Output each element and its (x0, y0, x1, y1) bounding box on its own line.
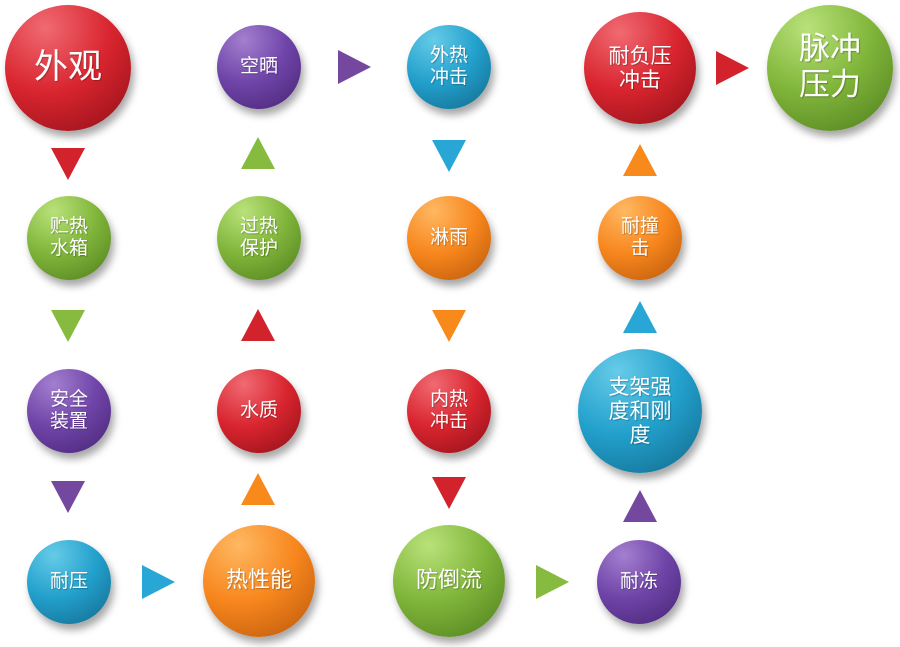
node-label-pressure-resistance: 耐压 (49, 570, 88, 593)
node-thermal-performance: 热性能 (203, 525, 315, 637)
node-label-freeze-resistance: 耐冻 (619, 570, 658, 593)
node-overheat-protection: 过热 保护 (217, 196, 301, 280)
node-label-thermal-performance: 热性能 (225, 568, 292, 594)
node-label-rain: 淋雨 (429, 226, 468, 249)
node-empty-exposure: 空晒 (217, 25, 301, 109)
arrow-overheat-to-empty-exposure (241, 137, 275, 169)
arrow-backflow-to-freeze (536, 565, 569, 599)
arrow-safety-to-pressure (51, 481, 85, 513)
arrow-water-quality-to-overheat (241, 309, 275, 341)
node-label-backflow-prevention: 防倒流 (415, 568, 482, 594)
node-label-internal-thermal-shock: 内热 冲击 (429, 388, 468, 432)
arrow-freeze-to-bracket (623, 490, 657, 522)
arrow-external-shock-to-rain (432, 140, 466, 172)
arrow-empty-exposure-to-external-shock (338, 50, 371, 84)
node-backflow-prevention: 防倒流 (393, 525, 505, 637)
node-pressure-resistance: 耐压 (27, 540, 111, 624)
node-appearance: 外观 (5, 5, 131, 131)
node-hot-water-tank: 贮热 水箱 (27, 196, 111, 280)
node-safety-device: 安全 装置 (27, 369, 111, 453)
arrow-internal-shock-to-backflow (432, 477, 466, 509)
node-label-appearance: 外观 (34, 47, 102, 88)
node-internal-thermal-shock: 内热 冲击 (407, 369, 491, 453)
node-label-water-quality: 水质 (239, 399, 278, 422)
node-label-pulse-pressure: 脉冲 压力 (799, 31, 861, 103)
node-label-negative-pressure-shock: 耐负压 冲击 (608, 43, 672, 92)
node-external-thermal-shock: 外热 冲击 (407, 25, 491, 109)
arrow-pressure-to-thermal (142, 565, 175, 599)
node-rain: 淋雨 (407, 196, 491, 280)
arrow-rain-to-internal-shock (432, 310, 466, 342)
node-water-quality: 水质 (217, 369, 301, 453)
node-negative-pressure-shock: 耐负压 冲击 (584, 12, 696, 124)
arrow-impact-to-negative-pressure (623, 144, 657, 176)
arrow-appearance-to-tank (51, 148, 85, 180)
node-label-hot-water-tank: 贮热 水箱 (49, 215, 88, 259)
node-label-impact-resistance: 耐撞 击 (620, 215, 659, 259)
node-impact-resistance: 耐撞 击 (598, 196, 682, 280)
node-label-empty-exposure: 空晒 (239, 55, 278, 78)
node-freeze-resistance: 耐冻 (597, 540, 681, 624)
arrow-tank-to-safety (51, 310, 85, 342)
arrow-thermal-to-water-quality (241, 473, 275, 505)
node-label-overheat-protection: 过热 保护 (239, 215, 278, 259)
node-label-safety-device: 安全 装置 (49, 388, 88, 432)
node-pulse-pressure: 脉冲 压力 (767, 5, 893, 131)
node-bracket-strength-rigidity: 支架强 度和刚 度 (578, 349, 702, 473)
arrow-bracket-to-impact (623, 301, 657, 333)
node-label-external-thermal-shock: 外热 冲击 (429, 44, 468, 88)
arrow-negative-pressure-to-pulse (716, 51, 749, 85)
node-label-bracket-strength-rigidity: 支架强 度和刚 度 (608, 374, 672, 448)
